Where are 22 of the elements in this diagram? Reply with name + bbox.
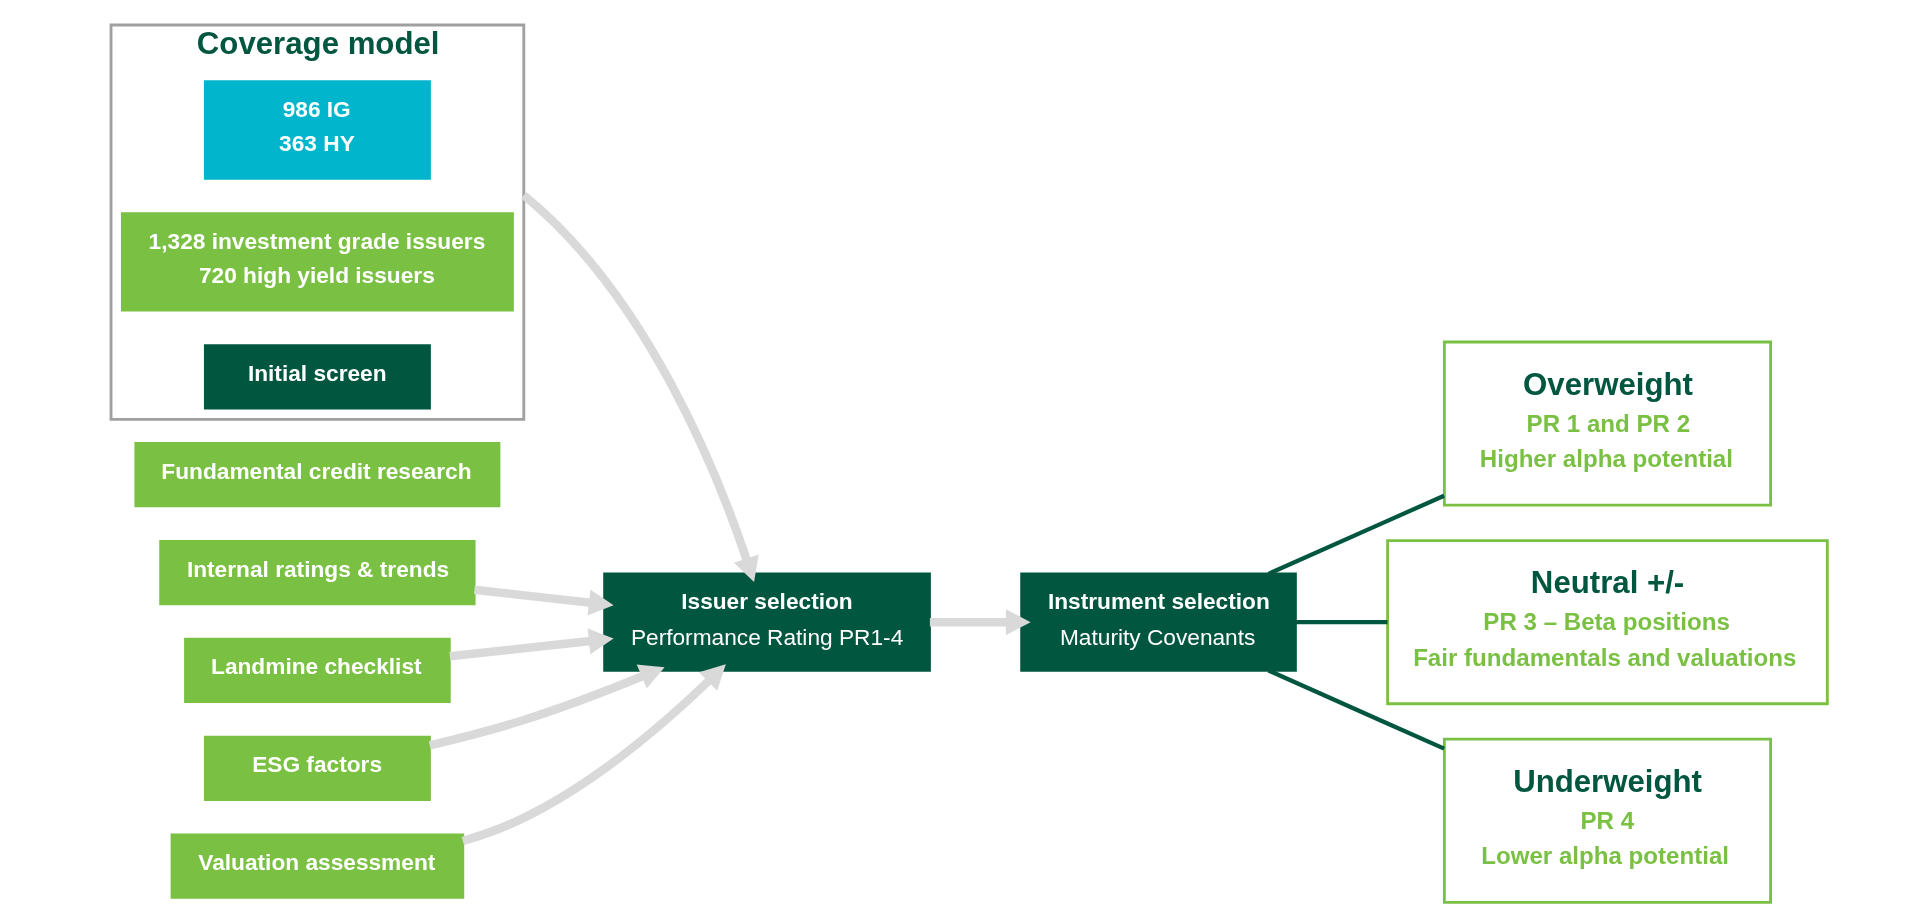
arrow: [520, 192, 759, 583]
node-box: ESG factors: [203, 735, 431, 801]
node-box: Internal ratings & trends: [158, 539, 476, 606]
arrow: [461, 664, 726, 846]
arrow: [929, 609, 1031, 636]
node-box: Underweight PR 4 Lower alpha potential: [1442, 737, 1772, 904]
node-box: Valuation assessment: [170, 833, 464, 899]
node-box: 986 IG 363 HY: [203, 80, 431, 180]
arrow: [473, 585, 614, 616]
connector: [1267, 493, 1445, 576]
node-box: Instrument selection Maturity Covenants: [1019, 572, 1297, 672]
arrow: [448, 628, 614, 661]
arrow: [428, 664, 665, 750]
node-box: Fundamental credit research: [133, 442, 500, 508]
node-box: Overweight PR 1 and PR 2 Higher alpha potential: [1442, 340, 1772, 507]
node-box: Issuer selection Performance Rating PR1-4: [602, 572, 931, 672]
connector: [1295, 620, 1387, 625]
node-box: Initial screen: [203, 344, 431, 410]
node-box: Neutral +/- PR 3 – Beta positions Fair fundamentals and valuations: [1385, 539, 1829, 706]
connector: [1267, 668, 1445, 751]
node-box: Landmine checklist: [183, 637, 451, 704]
node-box: 1,328 investment grade issuers 720 high yield issuers: [120, 212, 514, 312]
